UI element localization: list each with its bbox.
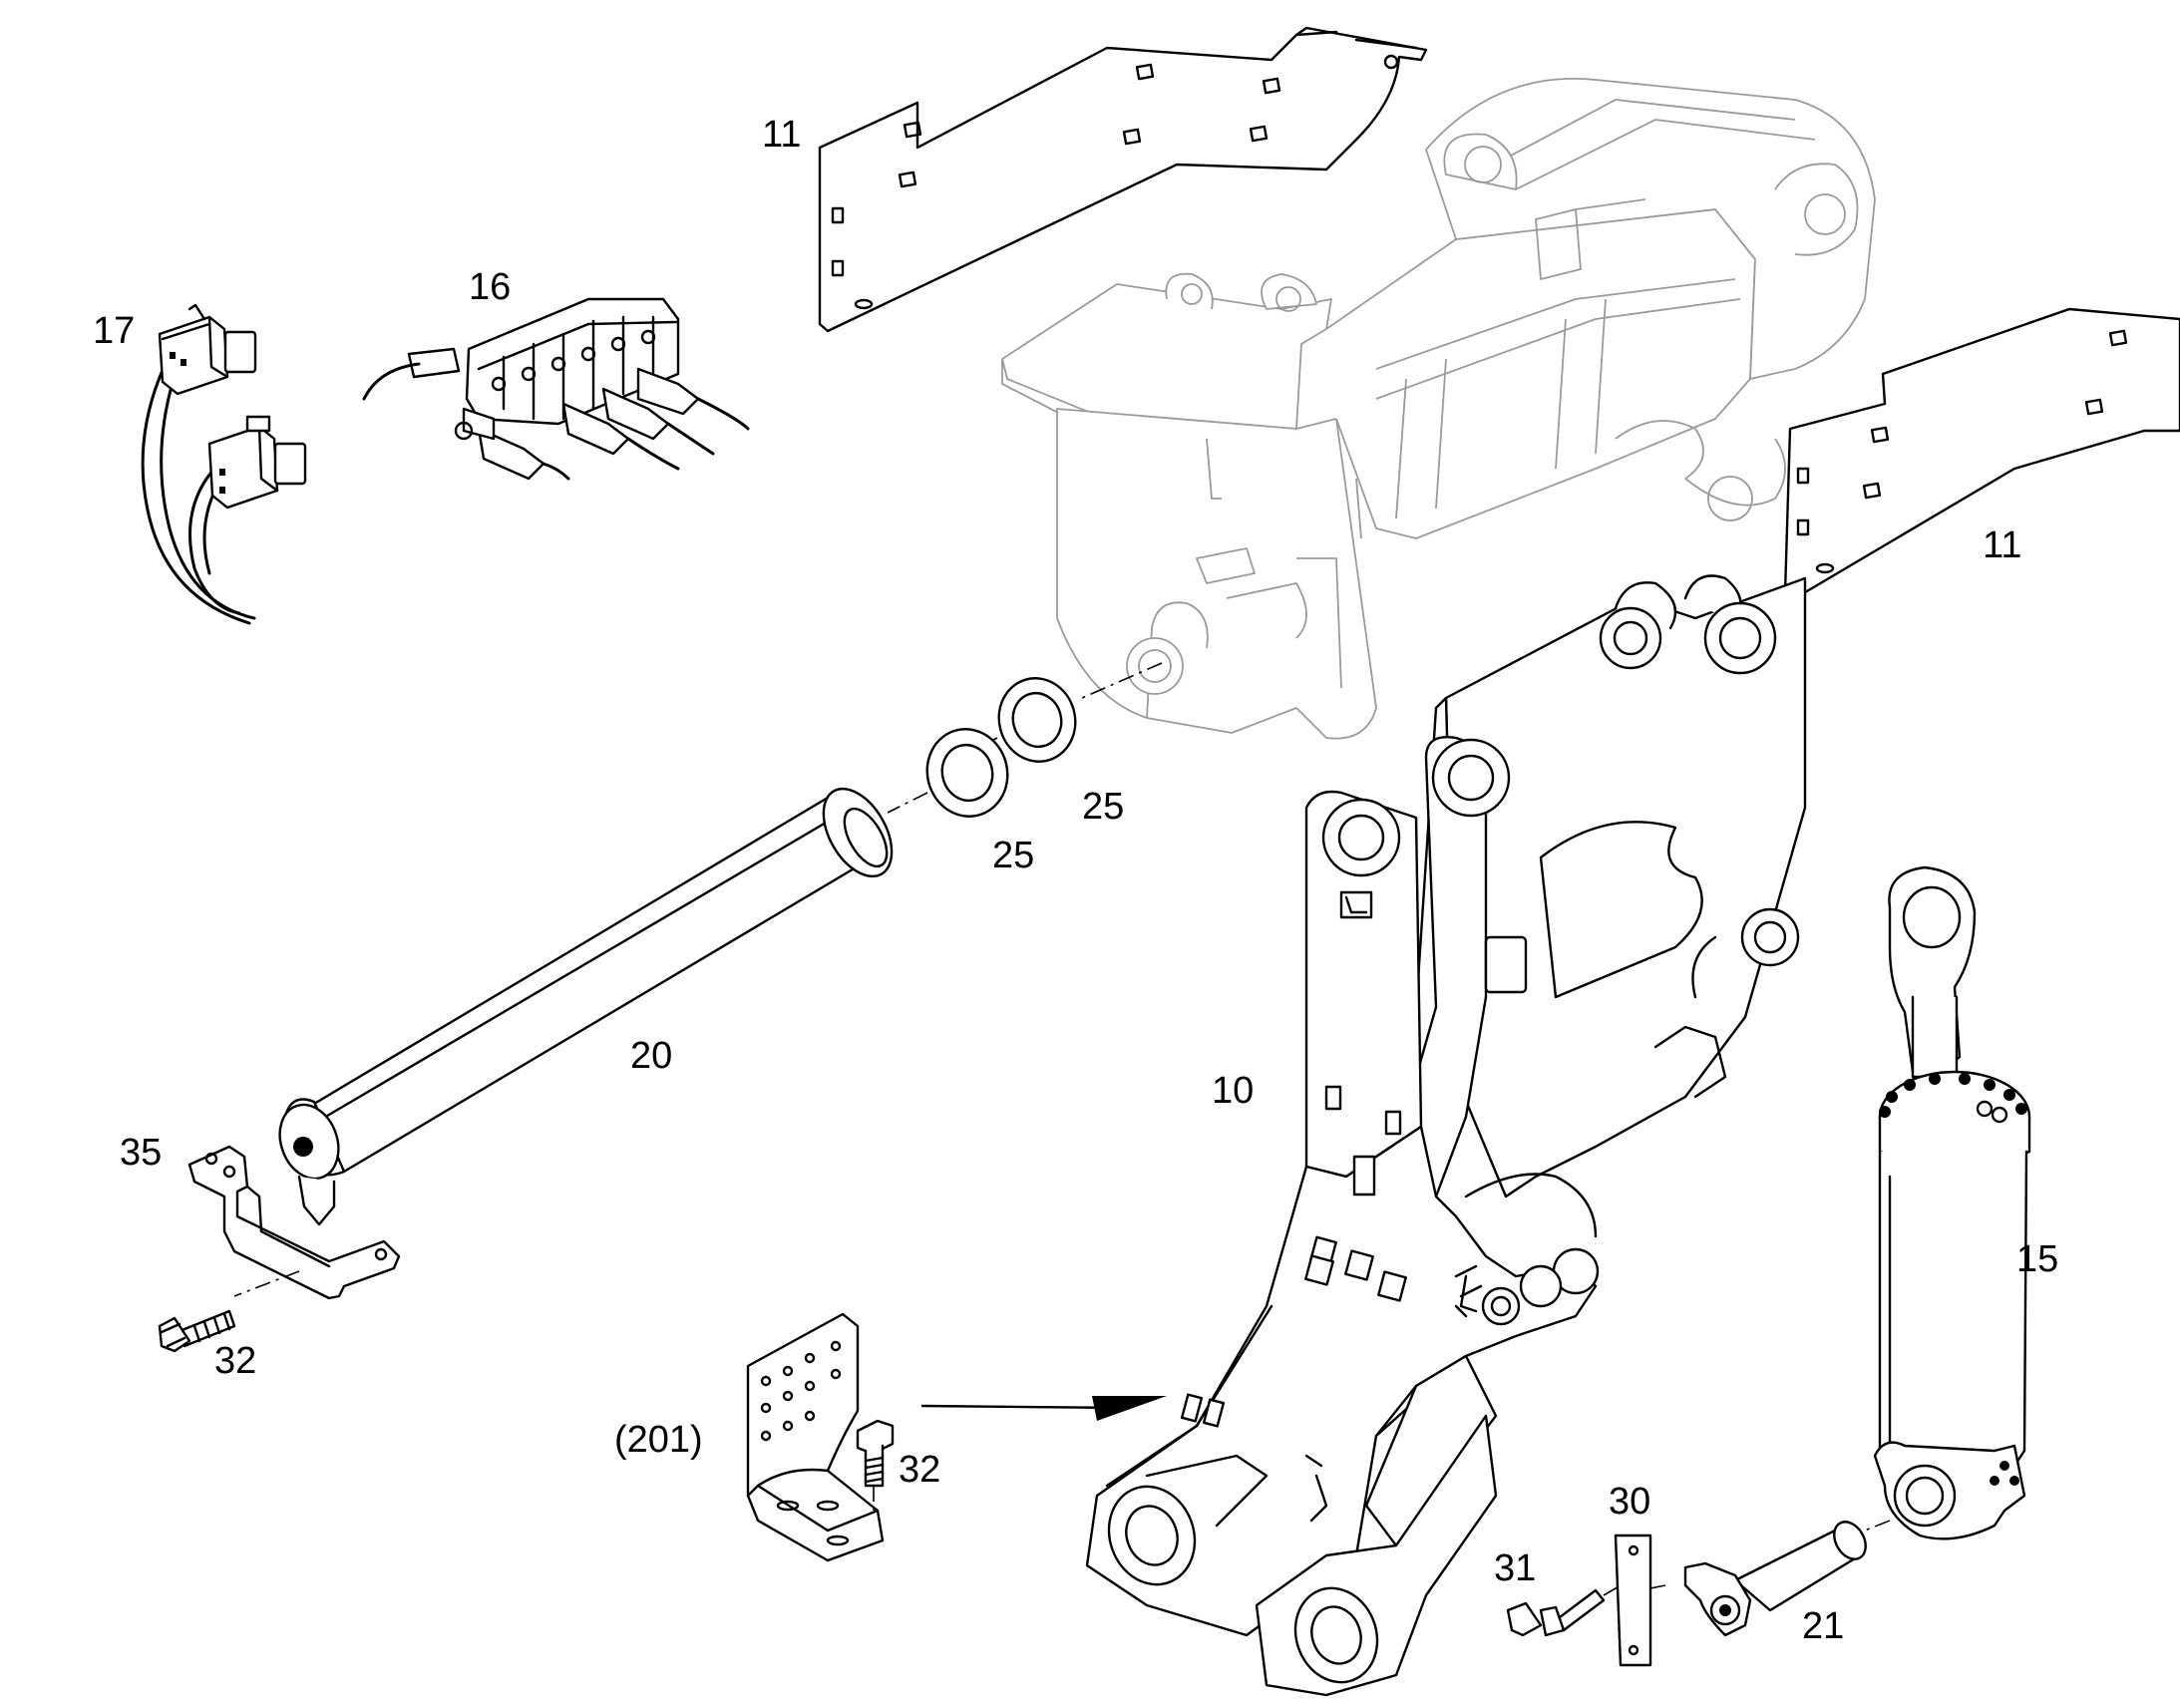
part-32-bolt-left — [158, 1309, 236, 1353]
callout-20: 20 — [630, 1035, 672, 1077]
callout-10: 10 — [1212, 1070, 1254, 1112]
part-201-angle-bracket — [746, 1312, 885, 1562]
callout-11-right: 11 — [1983, 524, 2021, 566]
part-20-pivot-pin — [278, 787, 894, 1226]
callout-labels: 11 11 16 17 25 25 20 10 35 32 (201) 32 1… — [93, 114, 2058, 1647]
part-21-cylinder-pin — [1639, 1521, 1867, 1637]
part-25-washers — [887, 662, 1163, 818]
callout-32-left: 32 — [214, 1340, 256, 1382]
callout-21: 21 — [1802, 1605, 1844, 1647]
part-30-locking-plate — [1614, 1534, 1652, 1667]
callout-35: 35 — [120, 1132, 162, 1174]
part-32-bolt-vertical — [856, 1419, 895, 1511]
part-16-valve-manifold — [362, 297, 750, 481]
callout-11-upper: 11 — [762, 114, 801, 156]
callout-31: 31 — [1494, 1547, 1536, 1589]
callout-30: 30 — [1609, 1481, 1650, 1523]
part-15-hydraulic-cylinder — [1864, 865, 2031, 1540]
callout-201: (201) — [614, 1419, 703, 1461]
callout-17: 17 — [93, 310, 135, 352]
callout-25-upper: 25 — [1082, 786, 1124, 828]
part-10-main-frame — [1085, 574, 1807, 1697]
callout-32-bracket: 32 — [899, 1449, 940, 1491]
part-35-bracket — [187, 1145, 401, 1300]
callout-16: 16 — [469, 266, 511, 308]
callout-15: 15 — [2016, 1238, 2058, 1280]
part-11-plate-upper — [818, 26, 1428, 333]
part-17-electrical-connectors — [141, 303, 307, 625]
part-31-bolt — [1506, 1584, 1622, 1637]
callout-25-lower: 25 — [992, 835, 1034, 876]
leader-arrow-201 — [920, 1396, 1167, 1421]
boom-head-assembly-ghost — [1001, 78, 1876, 740]
